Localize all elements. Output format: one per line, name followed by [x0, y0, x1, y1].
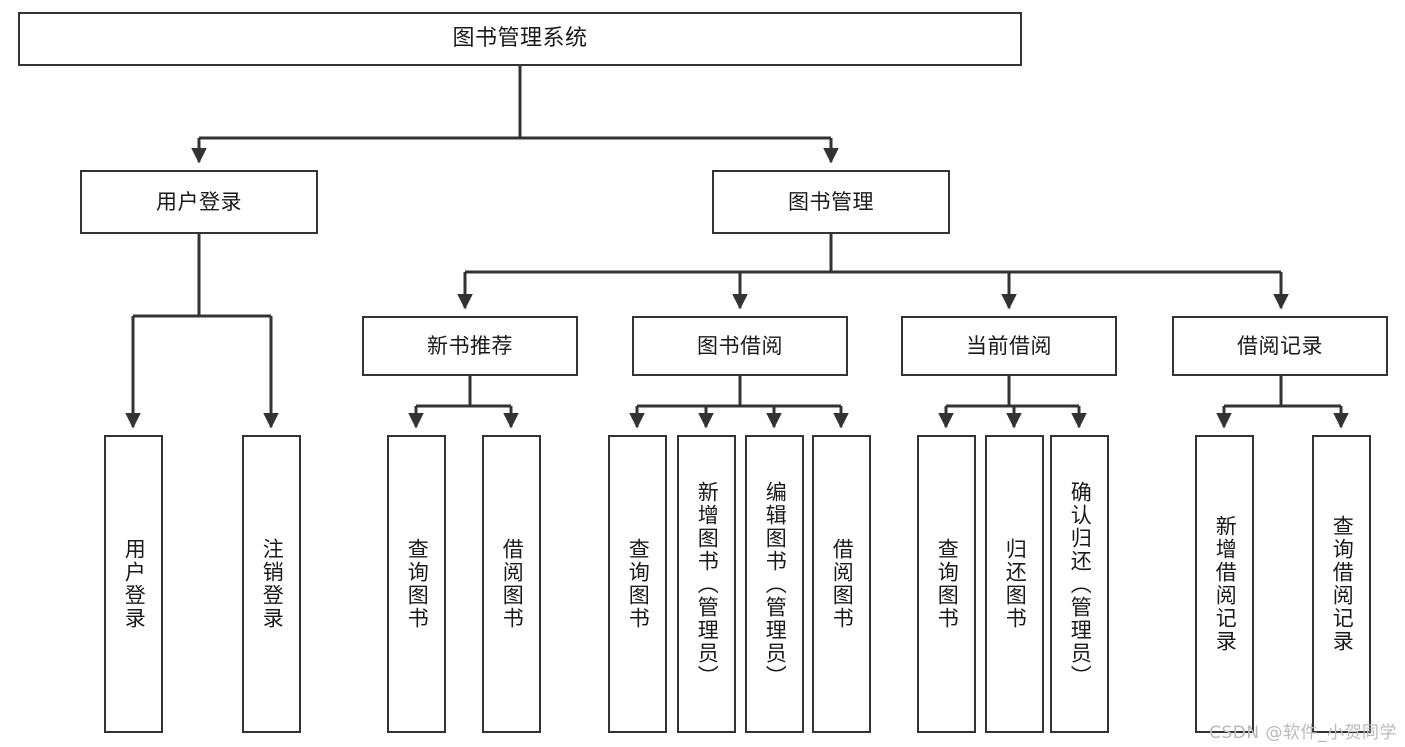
node-label: 归还图书	[1003, 538, 1028, 630]
node-label: 查询图书	[405, 538, 430, 630]
node-label: 查询图书	[626, 538, 651, 630]
node-root-system[interactable]: 图书管理系统	[18, 12, 1022, 66]
leaf-confirm-return-admin[interactable]: 确认归还（管理员）	[1050, 435, 1109, 733]
node-label: 借阅图书	[500, 538, 525, 630]
leaf-query-book-current[interactable]: 查询图书	[917, 435, 976, 733]
node-label: 图书借阅	[697, 333, 783, 358]
leaf-add-borrow-record[interactable]: 新增借阅记录	[1195, 435, 1254, 733]
node-book-management[interactable]: 图书管理	[712, 170, 950, 234]
leaf-query-book-recommend[interactable]: 查询图书	[387, 435, 446, 733]
leaf-borrow-book-recommend[interactable]: 借阅图书	[482, 435, 541, 733]
node-label: 用户登录	[122, 538, 147, 630]
node-new-book-recommend[interactable]: 新书推荐	[362, 316, 578, 376]
node-label: 借阅记录	[1237, 333, 1323, 358]
leaf-return-book[interactable]: 归还图书	[985, 435, 1044, 733]
leaf-query-borrow-record[interactable]: 查询借阅记录	[1312, 435, 1371, 733]
leaf-query-book-borrow[interactable]: 查询图书	[608, 435, 667, 733]
node-label: 确认归还（管理员）	[1068, 480, 1093, 688]
node-label: 新书推荐	[427, 333, 513, 358]
node-user-login[interactable]: 用户登录	[80, 170, 318, 234]
leaf-user-login[interactable]: 用户登录	[104, 435, 163, 733]
node-label: 注销登录	[260, 538, 285, 630]
node-label: 借阅图书	[830, 538, 855, 630]
node-label: 当前借阅	[966, 333, 1052, 358]
node-label: 编辑图书（管理员）	[763, 480, 788, 688]
node-label: 图书管理	[788, 189, 874, 214]
leaf-add-book-admin[interactable]: 新增图书（管理员）	[677, 435, 736, 733]
node-label: 用户登录	[156, 189, 242, 214]
node-label: 查询图书	[935, 538, 960, 630]
node-label: 新增图书（管理员）	[695, 480, 720, 688]
node-label: 图书管理系统	[452, 26, 588, 52]
watermark-text: CSDN @软件_小贺同学	[1209, 723, 1397, 743]
node-current-borrow[interactable]: 当前借阅	[901, 316, 1117, 376]
leaf-edit-book-admin[interactable]: 编辑图书（管理员）	[745, 435, 804, 733]
leaf-borrow-book[interactable]: 借阅图书	[812, 435, 871, 733]
node-book-borrow[interactable]: 图书借阅	[632, 316, 848, 376]
leaf-logout[interactable]: 注销登录	[242, 435, 301, 733]
node-label: 查询借阅记录	[1330, 515, 1355, 653]
node-label: 新增借阅记录	[1213, 515, 1238, 653]
node-borrow-record[interactable]: 借阅记录	[1172, 316, 1388, 376]
